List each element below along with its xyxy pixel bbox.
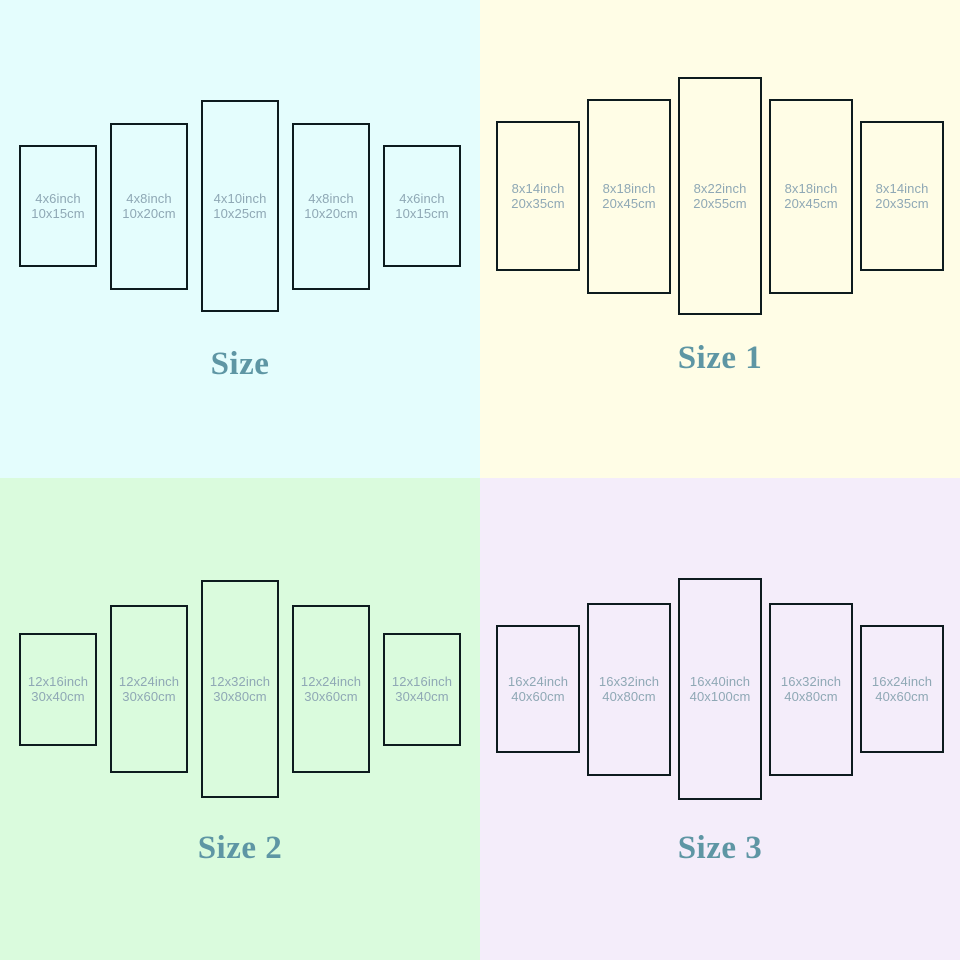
panel-size-inch: 12x16inch bbox=[27, 673, 89, 689]
panel-size-cm: 20x45cm bbox=[784, 196, 838, 211]
panel-size-inch: 12x16inch bbox=[391, 673, 453, 689]
panel-size-inch: 4x8inch bbox=[308, 190, 354, 206]
panel-size-cm: 10x25cm bbox=[213, 206, 267, 221]
panel-size-inch: 4x8inch bbox=[126, 190, 172, 206]
panel-size-inch: 4x6inch bbox=[35, 190, 81, 206]
panel-size-inch: 16x40inch bbox=[689, 673, 751, 689]
panel-size-cm: 20x45cm bbox=[602, 196, 656, 211]
panel-size-inch: 12x24inch bbox=[300, 673, 362, 689]
panel-size-cm: 10x15cm bbox=[31, 206, 85, 221]
panel-size-cm: 20x35cm bbox=[511, 196, 565, 211]
panel-size-cm: 10x20cm bbox=[122, 206, 176, 221]
panel-size-inch: 8x18inch bbox=[784, 180, 838, 196]
panel-size-cm: 20x55cm bbox=[693, 196, 747, 211]
panel-size-inch: 4x10inch bbox=[213, 190, 267, 206]
panel-size-inch: 8x14inch bbox=[875, 180, 929, 196]
panel-size-cm: 40x80cm bbox=[602, 689, 656, 704]
panel-size-inch: 16x24inch bbox=[871, 673, 933, 689]
option-title-0: Size bbox=[210, 346, 270, 382]
panel-size-cm: 40x80cm bbox=[784, 689, 838, 704]
option-title-1: Size 1 bbox=[677, 340, 763, 376]
panel-size-inch: 12x24inch bbox=[118, 673, 180, 689]
panel-size-cm: 40x100cm bbox=[689, 689, 751, 704]
panel-size-inch: 8x18inch bbox=[602, 180, 656, 196]
panel-size-inch: 16x32inch bbox=[598, 673, 660, 689]
option-title-3: Size 3 bbox=[677, 830, 763, 866]
panel-size-cm: 40x60cm bbox=[875, 689, 929, 704]
panel-size-cm: 30x60cm bbox=[304, 689, 358, 704]
panel-size-inch: 8x22inch bbox=[693, 180, 747, 196]
panel-size-cm: 20x35cm bbox=[875, 196, 929, 211]
panel-size-cm: 30x60cm bbox=[122, 689, 176, 704]
panel-size-cm: 10x15cm bbox=[395, 206, 449, 221]
panel-size-cm: 30x40cm bbox=[31, 689, 85, 704]
panel-size-inch: 16x32inch bbox=[780, 673, 842, 689]
panel-size-inch: 12x32inch bbox=[209, 673, 271, 689]
panel-size-inch: 4x6inch bbox=[399, 190, 445, 206]
panel-size-inch: 16x24inch bbox=[507, 673, 569, 689]
option-title-2: Size 2 bbox=[197, 830, 283, 866]
panel-size-cm: 40x60cm bbox=[511, 689, 565, 704]
panel-size-cm: 30x80cm bbox=[213, 689, 267, 704]
panel-size-inch: 8x14inch bbox=[511, 180, 565, 196]
panel-size-cm: 30x40cm bbox=[395, 689, 449, 704]
panel-size-cm: 10x20cm bbox=[304, 206, 358, 221]
